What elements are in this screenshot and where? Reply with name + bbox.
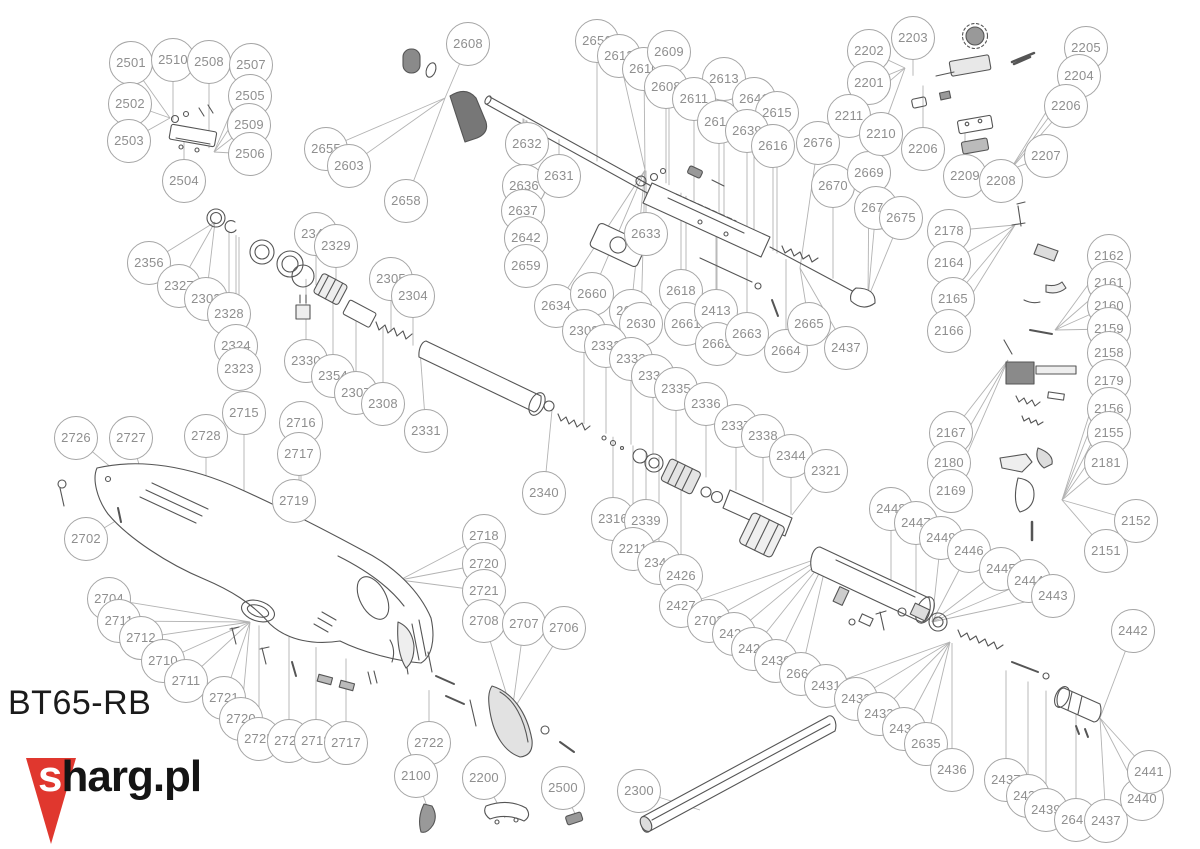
part-callout-2207: 2207	[1024, 134, 1068, 178]
part-callout-2727: 2727	[109, 416, 153, 460]
part-callout-2206: 2206	[1044, 84, 1088, 128]
part-callout-2702: 2702	[64, 517, 108, 561]
part-callout-2308: 2308	[361, 382, 405, 426]
part-callout-2502: 2502	[108, 82, 152, 126]
part-callout-2717: 2717	[324, 721, 368, 765]
part-callout-2665: 2665	[787, 302, 831, 346]
part-callout-2506: 2506	[228, 132, 272, 176]
part-callout-2659: 2659	[504, 244, 548, 288]
part-callout-2658: 2658	[384, 179, 428, 223]
part-callout-2707: 2707	[502, 602, 546, 646]
part-callout-2210: 2210	[859, 112, 903, 156]
part-callout-2304: 2304	[391, 274, 435, 318]
part-callout-2206: 2206	[901, 127, 945, 171]
part-callout-2338: 2338	[741, 414, 785, 458]
part-callout-2719: 2719	[272, 479, 316, 523]
part-callout-2100: 2100	[394, 754, 438, 798]
logo-rest-text: harg.pl	[61, 752, 202, 801]
sharg-logo: sharg.pl	[24, 752, 244, 847]
part-callout-2151: 2151	[1084, 529, 1128, 573]
part-callout-2508: 2508	[187, 40, 231, 84]
part-callout-2503: 2503	[107, 119, 151, 163]
part-callout-2717: 2717	[277, 432, 321, 476]
part-callout-2437: 2437	[1084, 799, 1128, 843]
part-callout-2504: 2504	[162, 159, 206, 203]
part-callout-2631: 2631	[537, 154, 581, 198]
part-callout-2675: 2675	[879, 196, 923, 240]
exploded-parts	[57, 22, 1102, 833]
part-callout-2442: 2442	[1111, 609, 1155, 653]
part-callout-2603: 2603	[327, 144, 371, 188]
part-callout-2329: 2329	[314, 224, 358, 268]
part-callout-2715: 2715	[222, 391, 266, 435]
logo-triangle-icon	[26, 758, 76, 844]
part-callout-2501: 2501	[109, 41, 153, 85]
part-callout-2616: 2616	[751, 124, 795, 168]
part-callout-2443: 2443	[1031, 574, 1075, 618]
part-callout-2340: 2340	[522, 471, 566, 515]
part-callout-2437: 2437	[824, 326, 868, 370]
part-callout-2500: 2500	[541, 766, 585, 810]
part-callout-2331: 2331	[404, 409, 448, 453]
part-callout-2200: 2200	[462, 756, 506, 800]
part-callout-2708: 2708	[462, 599, 506, 643]
part-callout-2446: 2446	[947, 529, 991, 573]
part-callout-2300: 2300	[617, 769, 661, 813]
part-callout-2323: 2323	[217, 347, 261, 391]
part-callout-2441: 2441	[1127, 750, 1171, 794]
part-callout-2208: 2208	[979, 159, 1023, 203]
part-callout-2436: 2436	[930, 748, 974, 792]
model-title: BT65-RB	[8, 684, 152, 722]
part-callout-2728: 2728	[184, 414, 228, 458]
part-callout-2711: 2711	[164, 659, 208, 703]
logo-text: sharg.pl	[38, 752, 202, 802]
part-callout-2633: 2633	[624, 212, 668, 256]
part-callout-2706: 2706	[542, 606, 586, 650]
part-callout-2632: 2632	[505, 122, 549, 166]
part-callout-2608: 2608	[446, 22, 490, 66]
logo-accent-letter: s	[38, 752, 63, 801]
part-callout-2181: 2181	[1084, 441, 1128, 485]
part-callout-2663: 2663	[725, 312, 769, 356]
part-callout-2726: 2726	[54, 416, 98, 460]
part-callout-2660: 2660	[570, 272, 614, 316]
part-callout-2169: 2169	[929, 469, 973, 513]
part-callout-2166: 2166	[927, 309, 971, 353]
part-callout-2203: 2203	[891, 16, 935, 60]
part-callout-2321: 2321	[804, 449, 848, 493]
part-callout-2635: 2635	[904, 722, 948, 766]
